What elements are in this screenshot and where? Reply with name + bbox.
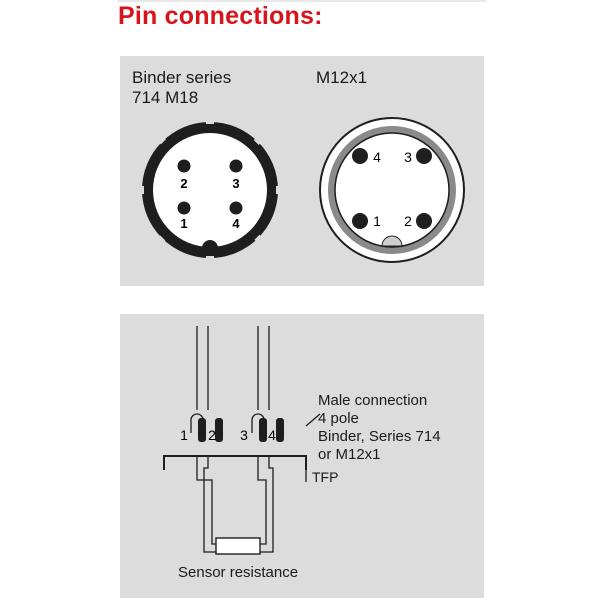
tfp-label: TFP [312,469,339,485]
binder-pin-1-label: 1 [180,216,187,231]
wiring-pin-4 [259,418,267,442]
binder-size-label: 714 M18 [132,88,199,107]
connection-desc-line-4: or M12x1 [318,446,381,463]
connection-desc-line-2: 4 pole [318,410,359,427]
binder-pin-4-label: 4 [232,216,240,231]
m12-pin-2 [416,213,432,229]
m12-connector-face: 4 3 1 2 [319,117,465,263]
binder-pin-4 [229,201,243,215]
sensor-resistance-label: Sensor resistance [178,564,299,581]
m12-pin-4 [352,148,368,164]
wiring-lines [163,326,321,553]
m12-pin-1-label: 1 [373,213,381,229]
m12-pin-3-label: 3 [404,149,412,165]
wiring-pin-1-label: 1 [180,427,188,443]
connection-desc-line-3: Binder, Series 714 [318,428,441,445]
header-rule [118,0,486,2]
wiring-pin-2 [198,418,206,442]
m12-pin-4-label: 4 [373,149,381,165]
binder-connector-face: 2 3 1 4 [139,119,281,261]
wiring-pin-2b [215,418,223,442]
binder-pin-3 [229,159,243,173]
wiring-pin-3-label: 3 [240,427,248,443]
binder-pin-2 [177,159,191,173]
m12-pin-1 [352,213,368,229]
wiring-pin-4b [276,418,284,442]
wiring-pin-2-label: 2 [208,427,216,443]
m12-label: M12x1 [316,68,368,87]
sensor-resistor [215,537,261,555]
binder-series-label: Binder series [132,68,232,87]
binder-pin-2-label: 2 [180,176,187,191]
binder-pin-3-label: 3 [232,176,239,191]
wiring-diagram-panel: 1 2 3 4 Male connection 4 pole Binder, S… [120,314,484,598]
connector-faces-panel: Binder series 714 M18 M12x1 2 [120,56,484,286]
wiring-pin-4-label: 4 [268,427,276,443]
m12-pin-3 [416,148,432,164]
connection-desc-line-1: Male connection [318,392,428,409]
binder-pin-1 [177,201,191,215]
m12-pin-2-label: 2 [404,213,412,229]
page-title: Pin connections: [118,2,323,30]
wiring-pins [198,418,284,442]
